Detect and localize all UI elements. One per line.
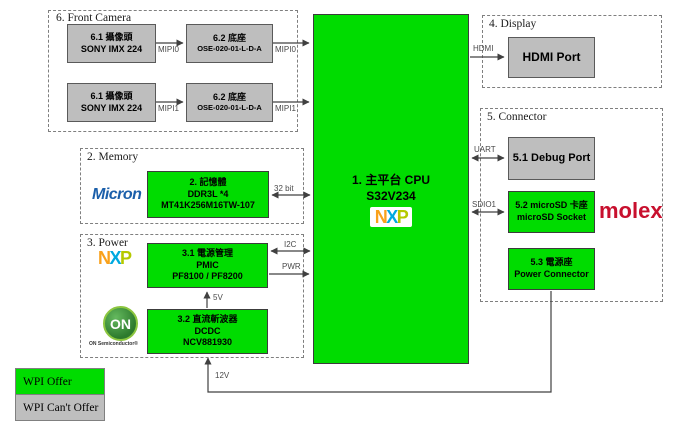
- bus-label-hdmi: HDMI: [473, 44, 494, 53]
- nxp-letter-x: X: [386, 207, 398, 228]
- bus-label-mipi0-b: MIPI0: [275, 45, 296, 54]
- bus-label-mipi1-a: MIPI1: [158, 104, 179, 113]
- camera-socket-2-line2: OSE-020-01-L-D-A: [197, 103, 262, 113]
- on-logo-text: ON: [110, 315, 131, 332]
- debug-port-block: 5.1 Debug Port: [508, 137, 595, 180]
- dcdc-block: 3.2 直流斬波器 DCDC NCV881930: [147, 309, 268, 354]
- power-connector-block: 5.3 電源座 Power Connector: [508, 248, 595, 290]
- bus-label-32bit: 32 bit: [274, 184, 294, 193]
- memory-line2: DDR3L *4: [187, 188, 229, 199]
- nxp-letter-n: N: [98, 248, 111, 268]
- debug-port-label: 5.1 Debug Port: [512, 152, 591, 165]
- front-camera-section: [48, 10, 298, 132]
- camera-1-block: 6.1 攝像頭 SONY IMX 224: [67, 24, 156, 63]
- legend-wpi-offer: WPI Offer: [15, 368, 105, 395]
- memory-line3: MT41K256M16TW-107: [161, 200, 255, 211]
- camera-1-line1: 6.1 攝像頭: [90, 31, 133, 42]
- memory-block: 2. 記憶體 DDR3L *4 MT41K256M16TW-107: [147, 171, 269, 218]
- connector-section: [480, 108, 663, 302]
- dcdc-line3: NCV881930: [182, 337, 233, 348]
- power-connector-line2: Power Connector: [514, 269, 589, 279]
- memory-line1: 2. 記憶體: [189, 176, 227, 187]
- bus-label-12v: 12V: [215, 371, 230, 380]
- nxp-letter-x: X: [109, 248, 122, 268]
- bus-label-i2c: I2C: [284, 240, 297, 249]
- nxp-letter-n: N: [374, 207, 388, 228]
- microsd-socket-block: 5.2 microSD 卡座 microSD Socket: [508, 191, 595, 233]
- memory-section: [80, 148, 304, 224]
- camera-socket-1-block: 6.2 底座 OSE-020-01-L-D-A: [186, 24, 273, 63]
- cpu-line1: 1. 主平台 CPU: [351, 173, 430, 187]
- microsd-line2: microSD Socket: [516, 212, 587, 222]
- on-semiconductor-logo: ON: [103, 306, 138, 341]
- molex-logo: molex: [599, 198, 663, 223]
- cpu-line2: S32V234: [366, 188, 416, 203]
- pmic-line1: 3.1 電源管理: [181, 247, 233, 258]
- camera-socket-2-line1: 6.2 底座: [212, 91, 246, 102]
- bus-label-uart: UART: [474, 145, 496, 154]
- pmic-block: 3.1 電源管理 PMIC PF8100 / PF8200: [147, 243, 268, 288]
- legend-wpi-cant-offer: WPI Can't Offer: [15, 394, 105, 421]
- power-connector-line1: 5.3 電源座: [530, 257, 573, 268]
- bus-label-5v: 5V: [213, 293, 223, 302]
- camera-2-line1: 6.1 攝像頭: [90, 90, 133, 101]
- dcdc-line1: 3.2 直流斬波器: [177, 313, 238, 324]
- camera-1-line2: SONY IMX 224: [80, 43, 143, 54]
- camera-2-block: 6.1 攝像頭 SONY IMX 224: [67, 83, 156, 122]
- nxp-logo-cpu: NXP: [369, 207, 413, 228]
- camera-2-line2: SONY IMX 224: [80, 102, 143, 113]
- microsd-line1: 5.2 microSD 卡座: [515, 200, 588, 211]
- camera-socket-1-line2: OSE-020-01-L-D-A: [197, 44, 262, 54]
- pmic-line3: PF8100 / PF8200: [172, 271, 243, 282]
- hdmi-port-block: HDMI Port: [508, 37, 595, 78]
- power-section-title: 3. Power: [87, 237, 128, 249]
- bus-label-sdio1: SDIO1: [472, 200, 497, 209]
- on-semiconductor-logo-text: ON Semiconductor®: [89, 341, 138, 347]
- legend-wpi-cant-offer-label: WPI Can't Offer: [23, 401, 99, 414]
- memory-section-title: 2. Memory: [87, 151, 139, 163]
- nxp-letter-p: P: [396, 207, 409, 228]
- bus-label-pwr: PWR: [282, 262, 301, 271]
- bus-label-mipi0-a: MIPI0: [158, 45, 179, 54]
- camera-socket-1-line1: 6.2 底座: [212, 32, 246, 43]
- bus-label-mipi1-b: MIPI1: [275, 104, 296, 113]
- nxp-letter-p: P: [120, 248, 132, 268]
- cpu-block: 1. 主平台 CPU S32V234 NXP: [313, 14, 469, 364]
- connector-section-title: 5. Connector: [487, 111, 547, 123]
- camera-socket-2-block: 6.2 底座 OSE-020-01-L-D-A: [186, 83, 273, 122]
- nxp-logo-power: NXP: [98, 248, 132, 268]
- legend-wpi-offer-label: WPI Offer: [23, 375, 72, 388]
- micron-logo: Micron: [92, 186, 142, 203]
- dcdc-line2: DCDC: [194, 325, 221, 336]
- display-section: [482, 15, 662, 88]
- hdmi-port-label: HDMI Port: [522, 49, 581, 64]
- front-camera-section-title: 6. Front Camera: [56, 12, 132, 24]
- pmic-line2: PMIC: [196, 259, 219, 270]
- display-section-title: 4. Display: [489, 18, 537, 30]
